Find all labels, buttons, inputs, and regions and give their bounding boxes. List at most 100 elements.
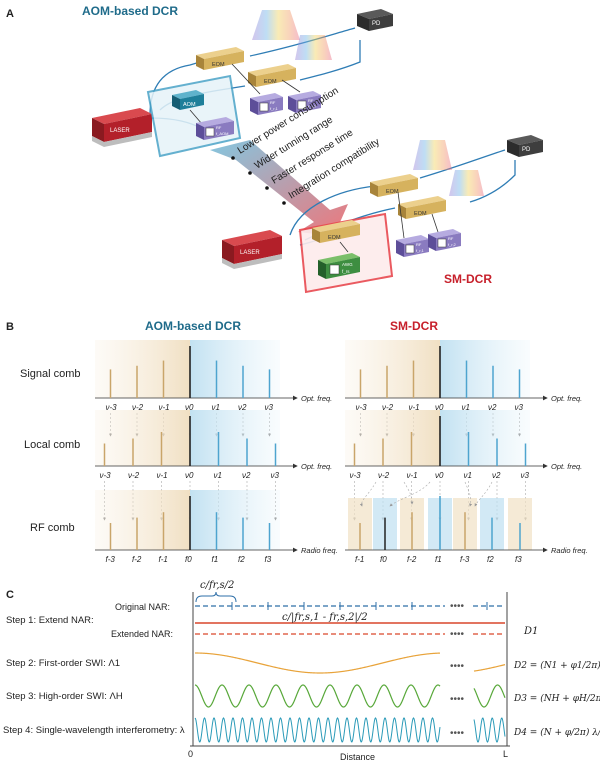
tick-label: f0	[185, 555, 192, 564]
panel-a-title-aom: AOM-based DCR	[82, 4, 178, 18]
band-right	[190, 340, 280, 398]
eom-bottom-1: EOM	[370, 174, 418, 197]
tick-label: f-1	[159, 555, 168, 564]
band-right	[190, 490, 280, 550]
panel-a-label: A	[6, 8, 14, 20]
brace	[195, 591, 237, 603]
awg-sub-label: f_rs	[342, 269, 350, 274]
rf-sub-label: f_r,1	[416, 248, 425, 253]
tick-label: ν3	[265, 403, 274, 412]
ellipsis: ••••	[450, 661, 465, 672]
eom-label: EOM	[212, 62, 225, 68]
rf-label: RF	[216, 125, 222, 130]
band-left	[95, 340, 190, 398]
axis-label: Opt. freq.	[301, 462, 332, 471]
axis-label: Opt. freq.	[551, 394, 582, 403]
spectrum-icon	[295, 35, 332, 60]
step-4-label: Step 4: Single-wavelength interferometry…	[3, 725, 185, 736]
axis-label: Distance	[340, 752, 375, 762]
mixing-arrow	[474, 481, 493, 507]
rf-sub-label: f_r,1	[270, 106, 279, 111]
aom-module: AOM	[172, 90, 204, 110]
band-right	[440, 340, 530, 398]
rf-sub-label: f_r,2	[448, 242, 457, 247]
tick-label: ν0	[185, 471, 194, 480]
pd-bottom: PD	[507, 135, 543, 157]
tick-label: f2	[487, 555, 494, 564]
tick-label: f-2	[132, 555, 142, 564]
eom-label: EOM	[386, 189, 399, 195]
tick-label: ν2	[488, 403, 497, 412]
aom-highlight	[146, 74, 242, 158]
ellipsis: ••••	[450, 629, 465, 640]
nar-ticks	[231, 602, 488, 610]
step-2-label: Step 2: First-order SWI: Λ1	[6, 658, 120, 669]
step-3-label: Step 3: High-order SWI: ΛH	[6, 691, 123, 702]
rf-label: RF	[308, 98, 314, 103]
tick-label: ν-2	[128, 471, 140, 480]
eom-bottom-2: EOM	[398, 196, 446, 219]
band-right	[190, 410, 280, 466]
eom-label: EOM	[264, 79, 277, 85]
laser-label: LASER	[240, 250, 260, 256]
tick-label: ν3	[515, 403, 524, 412]
tick-label: ν-3	[350, 471, 362, 480]
pd-label: PD	[522, 147, 531, 153]
tick-label: f-2	[407, 555, 417, 564]
row-label-signal: Signal comb	[20, 368, 81, 380]
panel-c-label: C	[6, 589, 14, 601]
transition-arrow	[210, 140, 348, 236]
panel-a-title-sm: SM-DCR	[444, 272, 492, 286]
eom-label: EOM	[328, 235, 341, 241]
awg-module: AWG f_rs	[318, 241, 360, 279]
pd-top: PD	[357, 9, 393, 31]
axis-label: Radio freq.	[301, 546, 338, 555]
tick-label: ν3	[271, 471, 280, 480]
mixing-arrow	[389, 481, 431, 507]
rf-label: RF	[270, 100, 276, 105]
panel-a: A AOM-based DCR SM-DCR PD LASER	[6, 4, 543, 294]
aom-label: AOM	[183, 102, 196, 108]
high-order-swi-wave-tail	[473, 684, 506, 708]
rf-aom: RF f_AOM	[189, 109, 234, 140]
laser-bottom: LASER	[222, 230, 282, 269]
tick-label: ν-3	[106, 403, 118, 412]
band-left	[345, 340, 440, 398]
tick-label: ν1	[464, 471, 472, 480]
panel-b-title-aom: AOM-based DCR	[145, 319, 241, 333]
brace-label: c/fr,s/2	[200, 580, 234, 591]
bullet-dots	[231, 156, 286, 205]
rf-sub-label: f_r,2	[308, 104, 317, 109]
axis-start: 0	[188, 749, 193, 759]
tick-label: ν-1	[157, 471, 168, 480]
tick-label: ν2	[238, 403, 247, 412]
first-order-swi-wave-tail	[473, 664, 506, 672]
axis-end: L	[503, 749, 508, 759]
spectrum-icon	[449, 170, 484, 196]
spectrum-icon	[413, 140, 452, 170]
tick-label: f-1	[355, 555, 364, 564]
band-left	[95, 410, 190, 466]
eom-sm: EOM	[312, 220, 360, 243]
panel-c: C 0 L Distance c/fr,s/2 Step 1: Extend N…	[3, 580, 600, 762]
axis-label: Radio freq.	[551, 546, 588, 555]
tick-label: f-3	[460, 555, 470, 564]
first-order-swi-wave	[195, 652, 441, 674]
rf-bottom-2: RF f_r,2	[428, 213, 461, 251]
panel-b-label: B	[6, 321, 14, 333]
tick-label: ν0	[185, 403, 194, 412]
tick-label: ν-1	[409, 403, 420, 412]
tick-label: ν-3	[100, 471, 112, 480]
band-left	[95, 490, 190, 550]
original-nar-label: Original NAR:	[115, 602, 170, 612]
tick-label: ν-2	[378, 471, 390, 480]
tick-label: ν2	[492, 471, 501, 480]
tick-label: ν1	[462, 403, 470, 412]
tick-label: ν-2	[132, 403, 144, 412]
tick-label: ν1	[214, 471, 222, 480]
eom-label: EOM	[414, 211, 427, 217]
equation-d4: D4 = (N + φ/2π) λ/2	[513, 727, 600, 738]
tick-label: f1	[435, 555, 442, 564]
